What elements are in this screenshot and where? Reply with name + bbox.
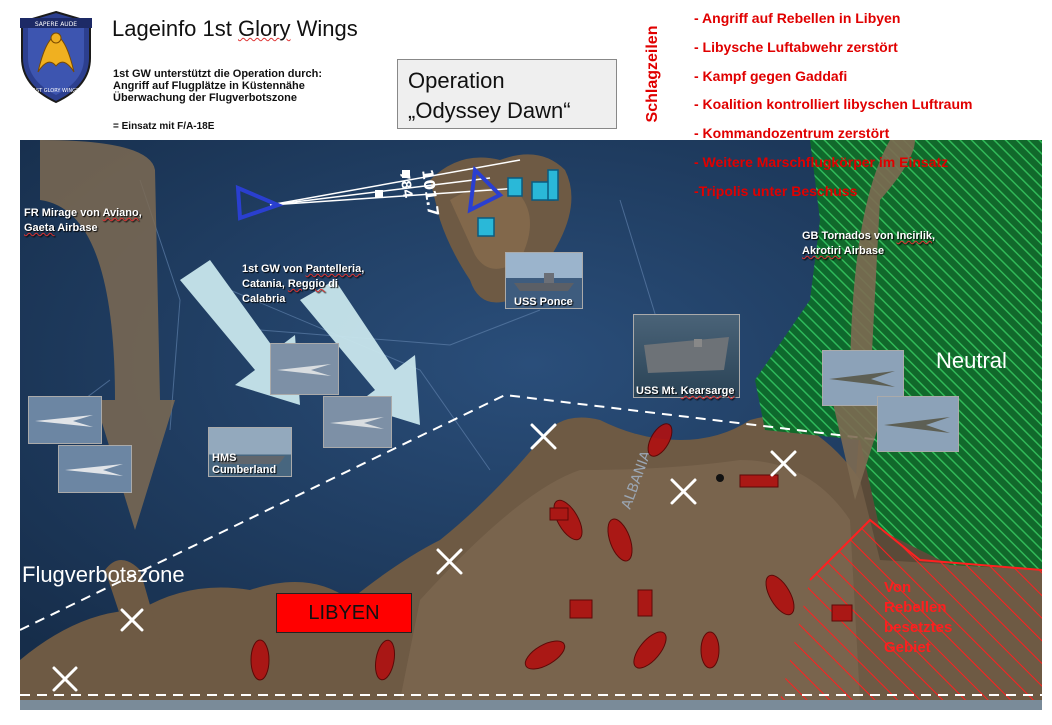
jet-photo	[822, 350, 904, 406]
ship-label-hms: HMS Cumberland	[212, 452, 277, 476]
gw-label: 1st GW von Pantelleria, Catania, Reggio …	[242, 263, 365, 305]
headlines-list: - Angriff auf Rebellen in Libyen - Libys…	[694, 4, 972, 206]
headline-item: - Weitere Marschflugkörper im Einsatz	[694, 153, 949, 170]
jet-photo	[58, 445, 132, 493]
fr-mirage-label: FR Mirage von Aviano, Gaeta Airbase	[24, 207, 142, 234]
ship-photo-ponce	[505, 252, 583, 309]
headline-item: -Tripolis unter Beschuss	[694, 182, 858, 199]
jet-photo	[28, 396, 102, 444]
jet-photo	[323, 396, 392, 448]
gb-tornado-label: GB Tornados von Incirlik, Akrotiri Airba…	[802, 230, 936, 257]
squadron-crest: SAPERE AUDE 1ST GLORY WINGS	[16, 8, 96, 106]
ship-label-ponce: USS Ponce	[514, 296, 573, 308]
ship-label-kearsarge: USS Mt. Kearsarge	[636, 385, 735, 397]
jet-photo	[877, 396, 959, 452]
headline-item: - Libysche Luftabwehr zerstört	[694, 38, 898, 55]
neutral-label: Neutral	[936, 348, 1007, 373]
einsatz-note: = Einsatz mit F/A-18E	[113, 121, 215, 132]
crest-motto-top: SAPERE AUDE	[35, 21, 77, 28]
crest-motto-bottom: 1ST GLORY WINGS	[33, 88, 79, 94]
ship-photo-kearsarge	[633, 314, 740, 398]
schlagzeilen-label: Schlagzeilen	[635, 10, 671, 135]
headline-item: - Angriff auf Rebellen in Libyen	[694, 10, 901, 26]
rebellen-label: Von Rebellen besetztes Gebiet	[884, 579, 953, 656]
operation-box: Operation „Odyssey Dawn“	[397, 59, 617, 129]
headline-item: - Koalition kontrolliert libyschen Luftr…	[694, 96, 973, 113]
ship-photo-hms	[208, 427, 292, 477]
headline-item: - Kampf gegen Gaddafi	[694, 67, 848, 84]
headline-item: - Kommandozentrum zerstört	[694, 125, 890, 142]
intro-text: 1st GW unterstützt die Operation durch: …	[113, 68, 323, 104]
flugverbotszone-label: Flugverbotszone	[22, 562, 185, 587]
libyen-box: LIBYEN	[276, 593, 412, 633]
jet-photo	[270, 343, 339, 395]
map-bottom-bar	[20, 700, 1042, 710]
svg-text:Schlagzeilen: Schlagzeilen	[644, 26, 661, 123]
nav-label: 784	[396, 170, 415, 199]
page-title: Lageinfo 1st Glory Wings	[112, 16, 358, 41]
